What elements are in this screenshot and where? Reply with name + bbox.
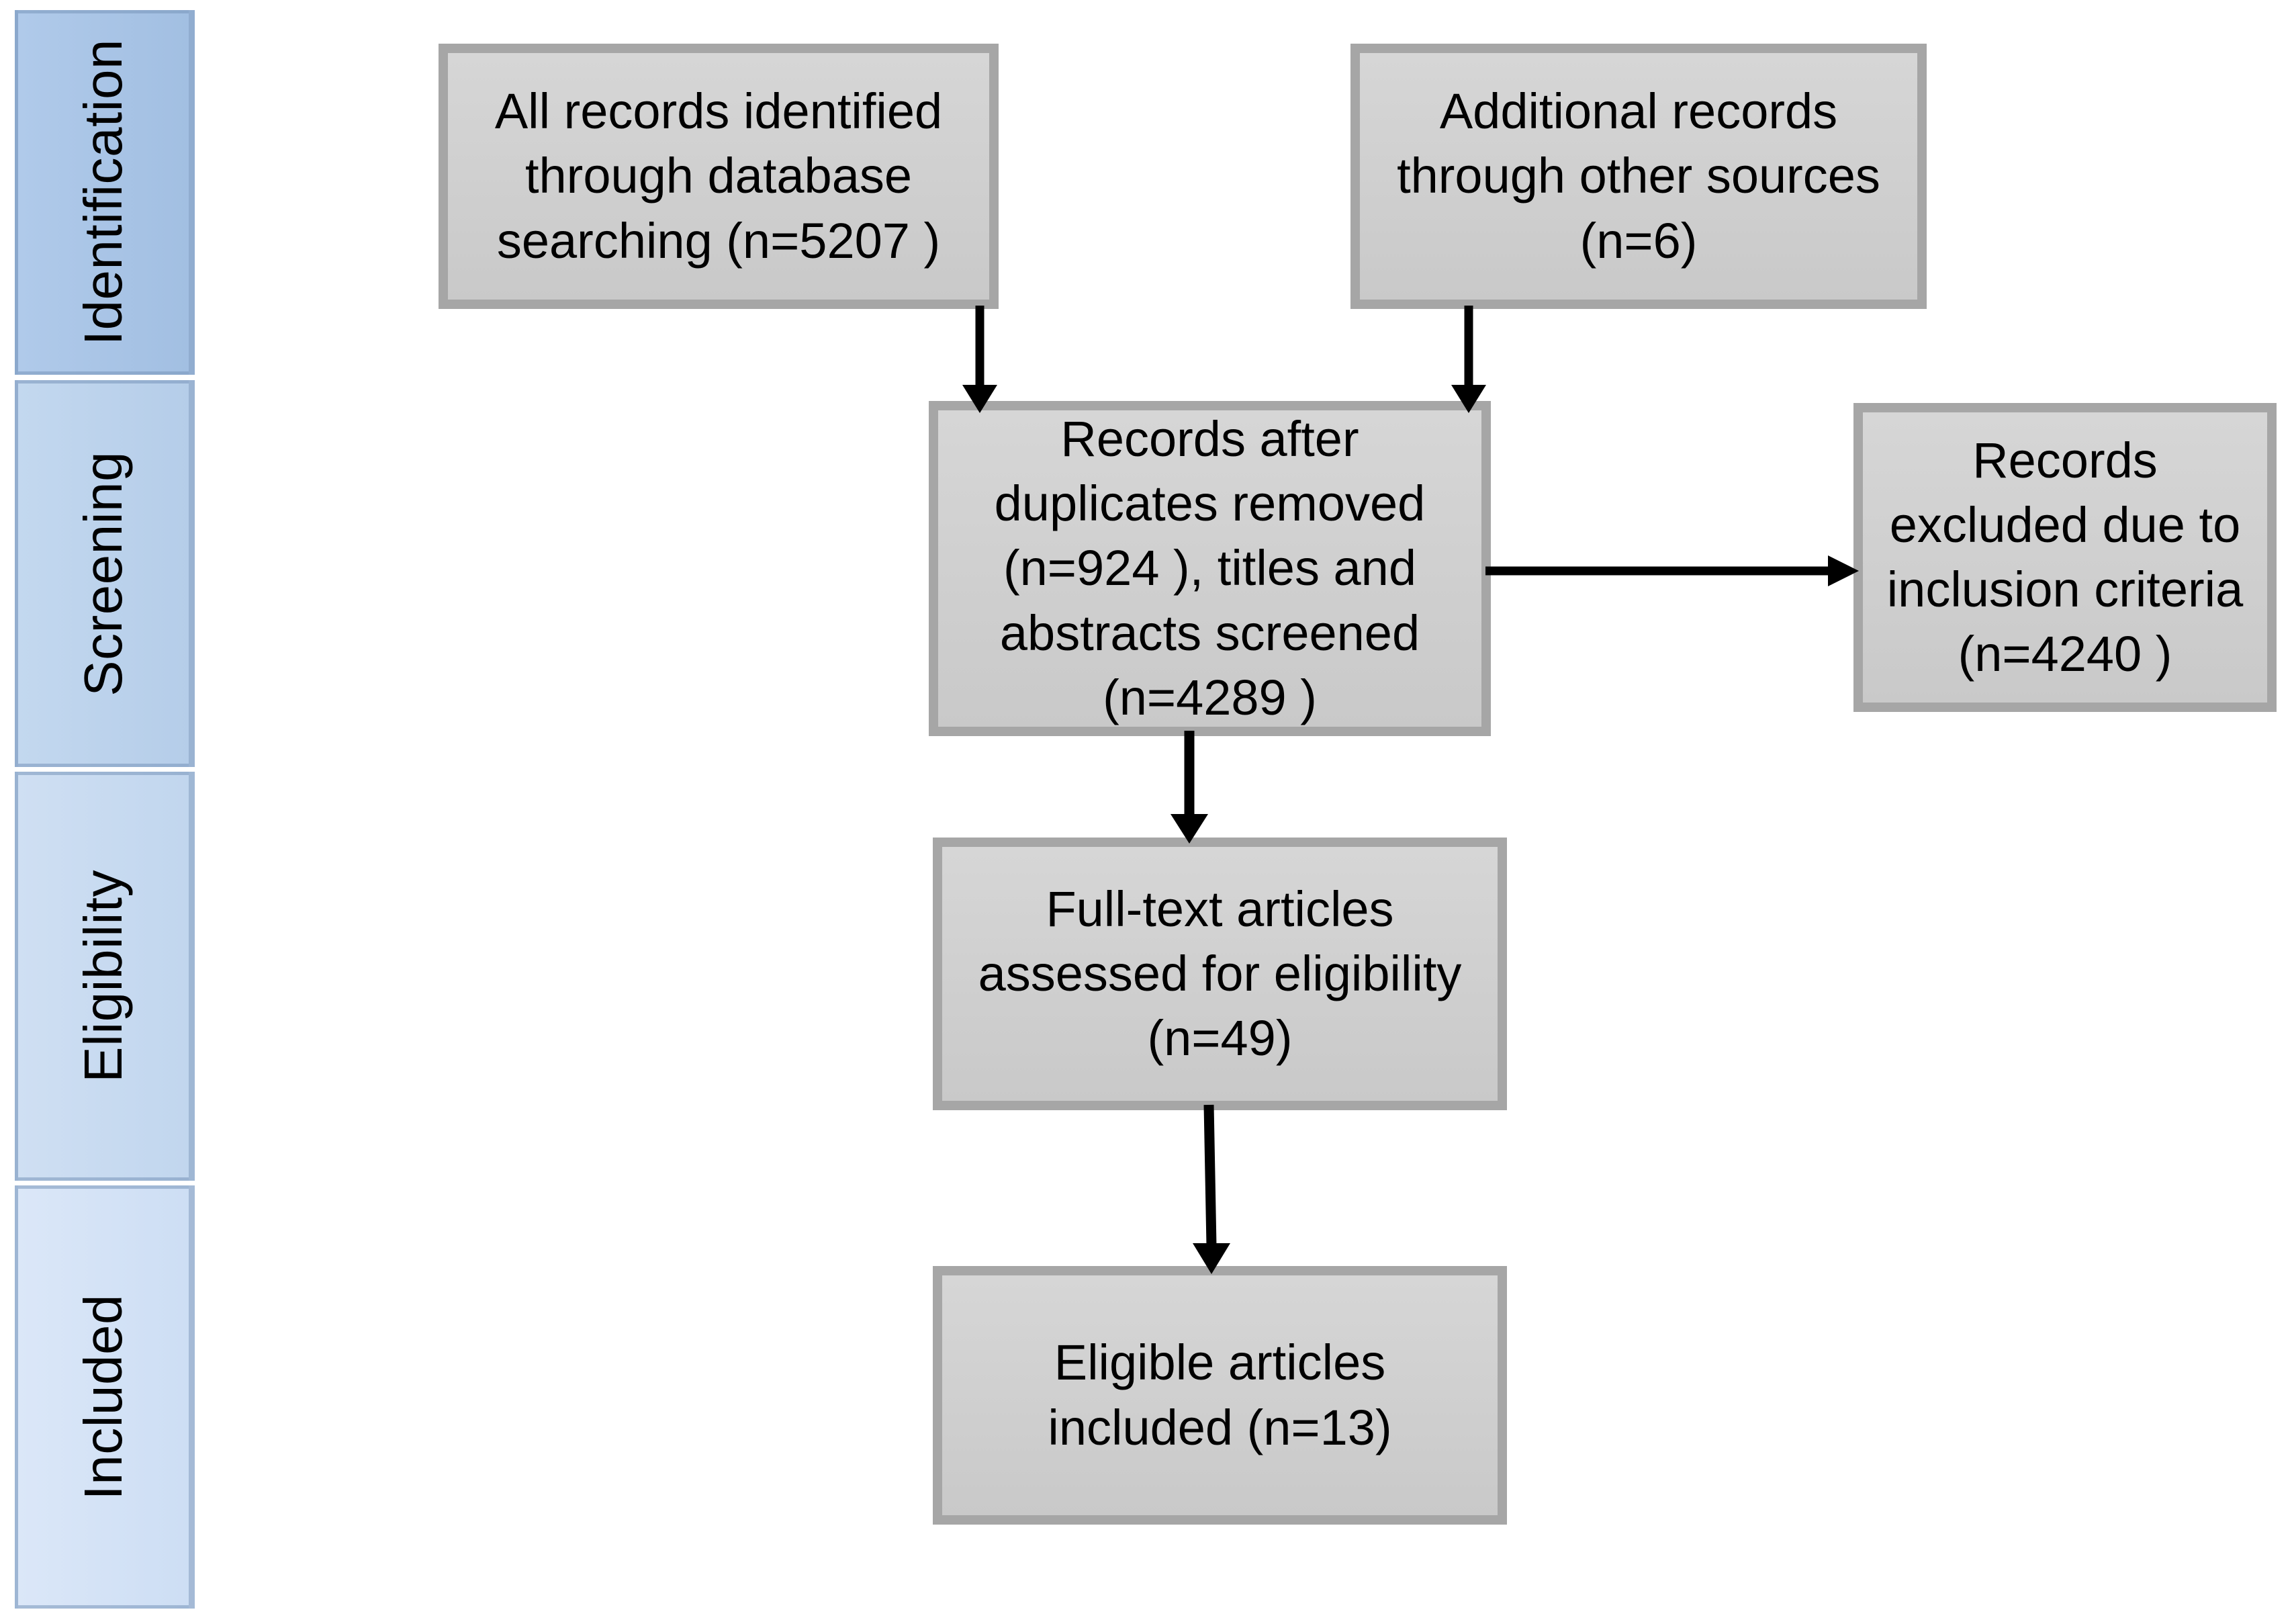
- flow-box-excluded-text: Records excluded due to inclusion criter…: [1886, 432, 2244, 682]
- flow-box-included-articles-text: Eligible articles included (n=13): [1048, 1335, 1392, 1455]
- stage-label-eligibility: Eligibility: [73, 870, 133, 1083]
- flow-box-included-articles[interactable]: Eligible articles included (n=13): [933, 1266, 1507, 1525]
- arrow-db-to-screened: [947, 306, 1027, 413]
- stage-band-identification: Identification: [15, 10, 195, 375]
- arrow-screened-to-fulltext: [1158, 731, 1239, 845]
- flow-box-db-records-text: All records identified through database …: [494, 83, 943, 269]
- flow-box-db-records[interactable]: All records identified through database …: [439, 44, 999, 309]
- flow-box-fulltext-text: Full-text articles assessed for eligibil…: [978, 881, 1462, 1067]
- flow-box-other-records-text: Additional records through other sources…: [1397, 83, 1880, 269]
- stage-band-eligibility: Eligibility: [15, 772, 195, 1181]
- stage-label-screening: Screening: [73, 451, 133, 696]
- arrow-fulltext-to-included: [1179, 1104, 1259, 1276]
- stage-band-screening: Screening: [15, 380, 195, 767]
- flow-box-screened-text: Records after duplicates removed (n=924 …: [994, 411, 1426, 725]
- stage-label-included: Included: [73, 1294, 133, 1500]
- arrow-other-to-screened: [1436, 306, 1516, 413]
- stage-band-included: Included: [15, 1185, 195, 1609]
- flow-box-screened[interactable]: Records after duplicates removed (n=924 …: [929, 401, 1491, 736]
- flow-box-other-records[interactable]: Additional records through other sources…: [1350, 44, 1927, 309]
- flow-box-excluded[interactable]: Records excluded due to inclusion criter…: [1853, 403, 2277, 712]
- flow-box-fulltext[interactable]: Full-text articles assessed for eligibil…: [933, 838, 1507, 1110]
- arrow-screened-to-excluded: [1485, 544, 1862, 598]
- stage-label-identification: Identification: [73, 39, 133, 346]
